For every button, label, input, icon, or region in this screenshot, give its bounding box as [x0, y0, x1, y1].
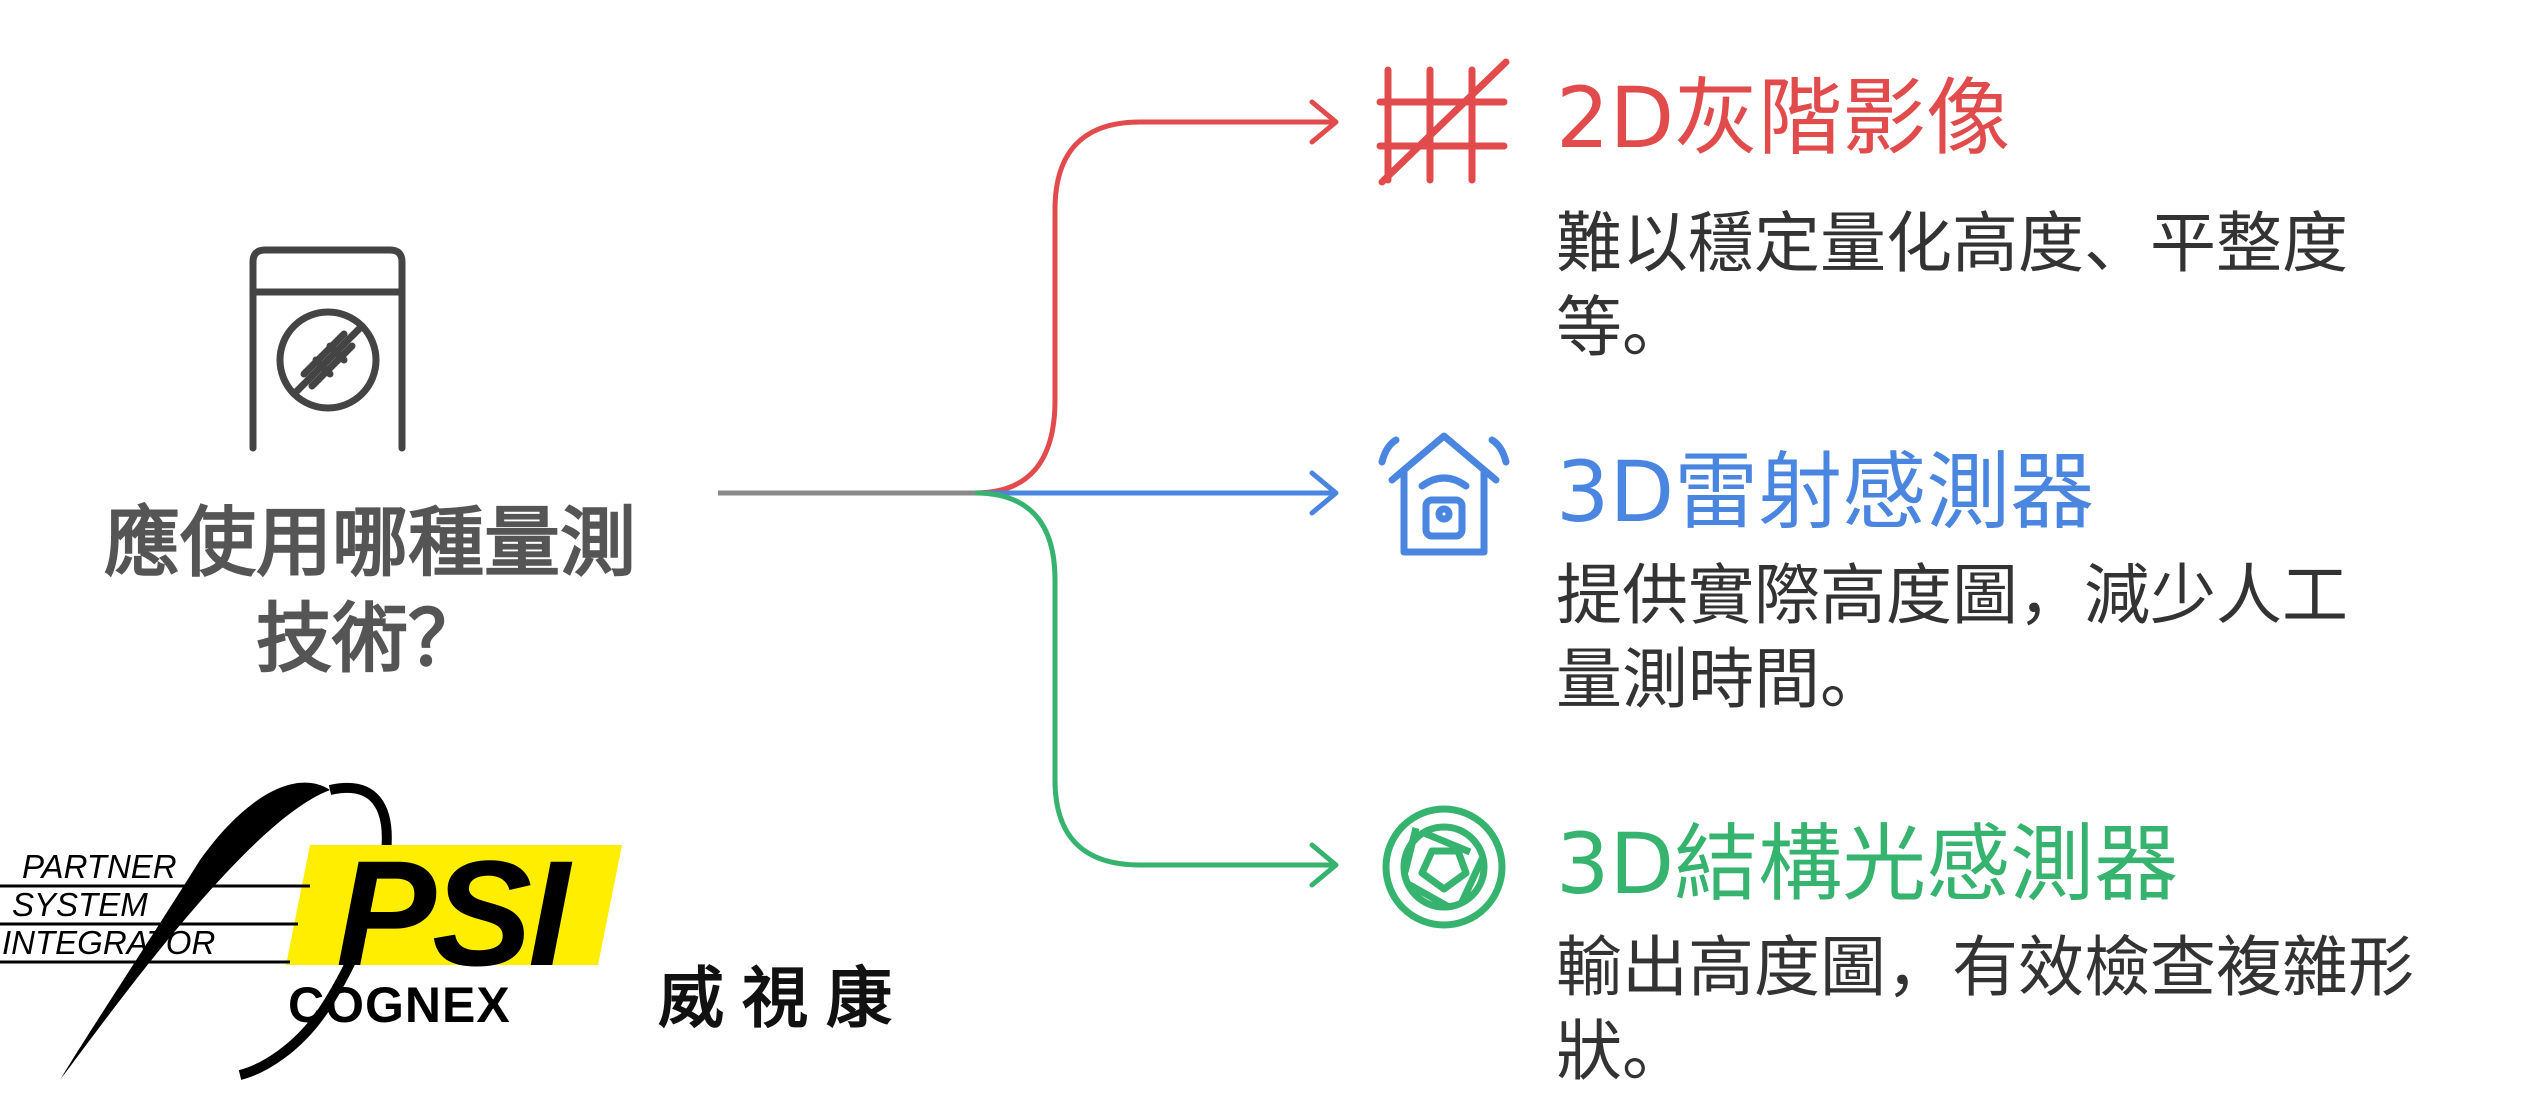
logo-text-integrator: INTEGRATOR — [2, 924, 216, 961]
branch-arrow-2d — [974, 119, 1332, 496]
option-desc-line: 等。 — [1556, 289, 1688, 366]
branch-arrow-3d-structured — [974, 490, 1332, 868]
option-desc-line: 輸出高度圖，有效檢查複雜形 — [1556, 929, 2414, 1006]
arrowhead-3d-structured — [1309, 842, 1339, 888]
smart-home-lock-icon — [1378, 432, 1510, 556]
aperture-icon — [1382, 805, 1506, 929]
option-desc-2d-grayscale: 難以穩定量化高度、平整度 等。 — [1556, 202, 2456, 370]
question-line-2: 技術？ — [256, 594, 484, 683]
central-question: 應使用哪種量測 技術？ — [40, 495, 700, 687]
logo-psi-mark: PSI — [336, 829, 570, 997]
logo-text-system: SYSTEM — [12, 886, 148, 923]
option-desc-line: 狀。 — [1556, 1013, 1688, 1090]
option-title-3d-structured-light: 3D結構光感測器 — [1556, 815, 2179, 913]
option-desc-3d-structured-light: 輸出高度圖，有效檢查複雜形 狀。 — [1556, 926, 2456, 1094]
option-title-3d-laser: 3D雷射感測器 — [1556, 443, 2095, 541]
option-desc-line: 難以穩定量化高度、平整度 — [1556, 205, 2348, 282]
option-desc-line: 提供實際高度圖，減少人工 — [1556, 557, 2348, 634]
option-title-2d-grayscale: 2D灰階影像 — [1556, 69, 2011, 167]
logo-text-partner: PARTNER — [22, 848, 177, 885]
grid-slash-icon — [1376, 58, 1510, 186]
option-desc-line: 量測時間。 — [1556, 641, 1886, 718]
arrowhead-2d — [1309, 99, 1339, 145]
company-name: 威視康 — [658, 960, 910, 1037]
arrowhead-3d-laser — [1309, 470, 1339, 516]
measuring-device-icon — [249, 246, 406, 452]
psi-logo-mark — [0, 782, 622, 1080]
question-line-1: 應使用哪種量測 — [104, 498, 636, 587]
option-desc-3d-laser: 提供實際高度圖，減少人工 量測時間。 — [1556, 554, 2456, 722]
logo-cognex: COGNEX — [288, 977, 511, 1033]
